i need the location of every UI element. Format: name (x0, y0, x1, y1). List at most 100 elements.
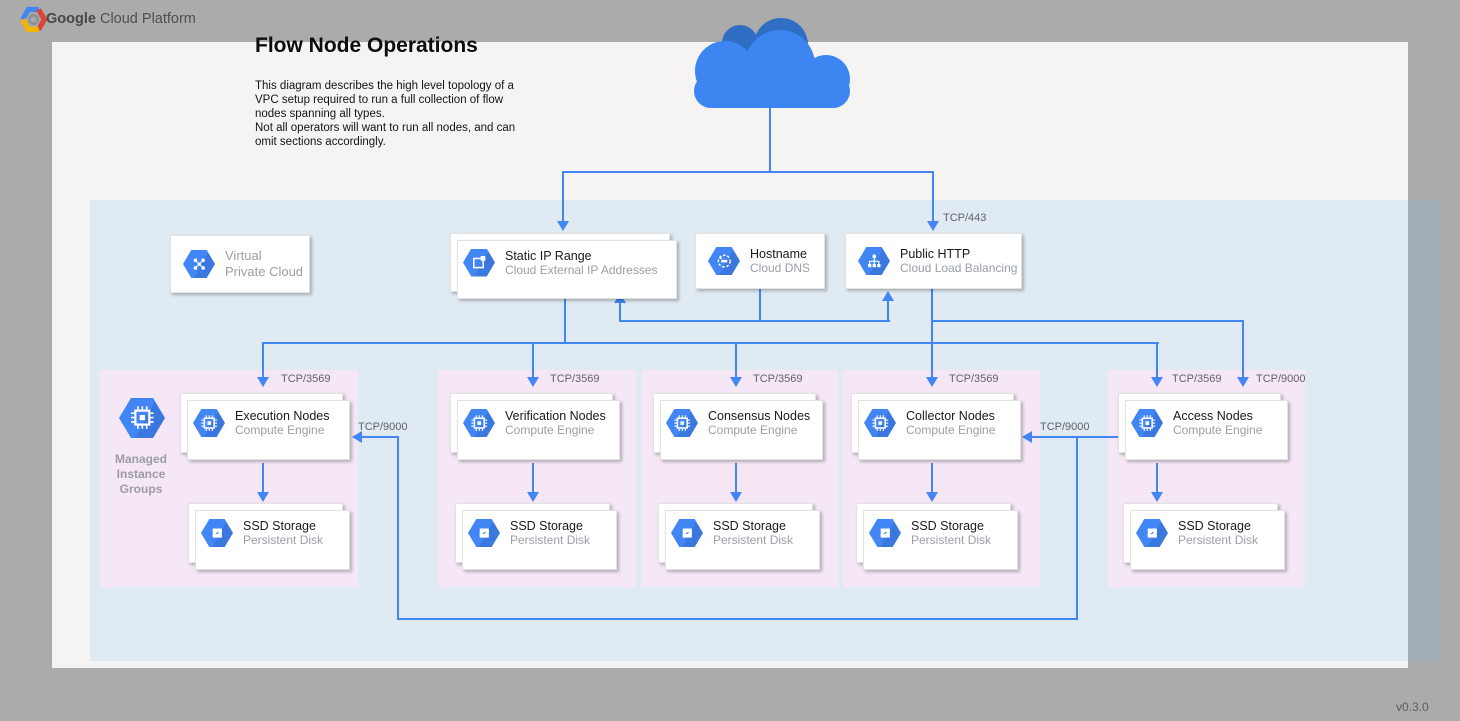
collector-title: Collector Nodes (906, 409, 995, 423)
edge-drop-verification (532, 342, 534, 378)
access-ssd-card[interactable]: SSD Storage Persistent Disk (1123, 503, 1285, 570)
access-title: Access Nodes (1173, 409, 1253, 423)
port-label-collector: TCP/3569 (949, 373, 999, 385)
arrowhead-access-storage (1151, 492, 1163, 502)
virtual-private-cloud-card[interactable]: Virtual Private Cloud (170, 235, 310, 293)
arrowhead-collector (926, 377, 938, 387)
vpc-label: Virtual Private Cloud (225, 248, 304, 279)
arrowhead-consensus (730, 377, 742, 387)
ssd-subtitle: Persistent Disk (713, 533, 794, 547)
edge-lb-to-access (933, 320, 1244, 322)
arrowhead-cons-storage (730, 492, 742, 502)
consensus-subtitle: Compute Engine (708, 423, 798, 437)
edge-loop-bottom (397, 618, 1078, 620)
hostname-card[interactable]: Hostname Cloud DNS (695, 233, 825, 289)
verification-nodes-card[interactable]: Verification Nodes Compute Engine (450, 393, 620, 460)
edge-node-bus (262, 342, 1159, 344)
edge-drop-access (1156, 342, 1158, 378)
edge-access-to-collector (1030, 436, 1118, 438)
port-label-verification: TCP/3569 (550, 373, 600, 385)
static-ip-title: Static IP Range (505, 248, 592, 263)
vpc-icon (183, 250, 215, 278)
consensus-nodes-card[interactable]: Consensus Nodes Compute Engine (653, 393, 823, 460)
hostname-title: Hostname (750, 247, 807, 261)
edge-to-public-http (932, 171, 934, 221)
brand-text: Google Cloud Platform (46, 11, 196, 27)
arrowhead-execution-9000 (352, 431, 362, 443)
internet-cloud-icon (694, 18, 850, 108)
collector-ssd-card[interactable]: SSD Storage Persistent Disk (856, 503, 1018, 570)
compute-engine-icon (193, 409, 225, 437)
arrowhead-static-ip (557, 221, 569, 231)
ssd-subtitle: Persistent Disk (911, 533, 992, 547)
gcp-logo-icon (20, 6, 47, 33)
edge-loop-right (1076, 436, 1078, 620)
ssd-subtitle: Persistent Disk (1178, 533, 1259, 547)
arrowhead-exec-storage (257, 492, 269, 502)
persistent-disk-icon (671, 519, 703, 547)
compute-engine-icon (1131, 409, 1163, 437)
version-label: v0.3.0 (1396, 700, 1429, 714)
edge-verif-storage (532, 463, 534, 493)
consensus-title: Consensus Nodes (708, 409, 811, 423)
page-title: Flow Node Operations (255, 34, 478, 57)
ssd-title: SSD Storage (713, 519, 786, 533)
edge-lb-access-drop (1242, 320, 1244, 378)
edge-to-static-ip (562, 171, 564, 221)
arrowhead-access (1151, 377, 1163, 387)
arrowhead-coll-storage (926, 492, 938, 502)
edge-lb-drop-collector (931, 288, 933, 378)
static-ip-range-card[interactable]: Static IP Range Cloud External IP Addres… (450, 233, 677, 299)
arrowhead-up-public-http (882, 291, 894, 301)
load-balancer-icon (858, 247, 890, 275)
external-ip-icon (463, 248, 495, 277)
edge-hostname-drop (759, 288, 761, 321)
ssd-subtitle: Persistent Disk (510, 533, 591, 547)
edge-loop-to-execution (360, 436, 399, 438)
edge-cons-storage (735, 463, 737, 493)
static-ip-subtitle: Cloud External IP Addresses (505, 262, 658, 277)
verification-ssd-card[interactable]: SSD Storage Persistent Disk (455, 503, 617, 570)
managed-instance-groups-label: Managed Instance Groups (114, 452, 167, 496)
edge-loop-left (397, 436, 399, 620)
ssd-title: SSD Storage (911, 519, 984, 533)
ssd-title: SSD Storage (1178, 519, 1251, 533)
port-label-tcp443: TCP/443 (943, 212, 987, 224)
persistent-disk-icon (468, 519, 500, 547)
cloud-dns-icon (708, 247, 740, 275)
brand-google: Google (46, 11, 96, 27)
edge-dns-bar (619, 320, 890, 322)
public-http-card[interactable]: Public HTTP Cloud Load Balancing (845, 233, 1022, 289)
port-label-access: TCP/3569 (1172, 373, 1222, 385)
access-nodes-card[interactable]: Access Nodes Compute Engine (1118, 393, 1288, 460)
arrowhead-verification (527, 377, 539, 387)
port-label-access-9000: TCP/9000 (1256, 373, 1306, 385)
port-label-execution-9000: TCP/9000 (358, 421, 408, 433)
arrowhead-access-9000 (1237, 377, 1249, 387)
arrowhead-collector-9000 (1022, 431, 1032, 443)
page-description: This diagram describes the high level to… (255, 80, 516, 148)
arrowhead-public-http (927, 221, 939, 231)
compute-engine-icon (864, 409, 896, 437)
access-subtitle: Compute Engine (1173, 423, 1263, 437)
compute-engine-icon (463, 409, 495, 437)
edge-coll-storage (931, 463, 933, 493)
edge-cloud-split (562, 171, 934, 173)
collector-nodes-card[interactable]: Collector Nodes Compute Engine (851, 393, 1021, 460)
edge-access-storage (1156, 463, 1158, 493)
edge-static-ip-feed (564, 292, 566, 343)
execution-nodes-card[interactable]: Execution Nodes Compute Engine (180, 393, 350, 460)
port-label-execution: TCP/3569 (281, 373, 331, 385)
verification-subtitle: Compute Engine (505, 423, 595, 437)
edge-drop-execution (262, 342, 264, 378)
edge-exec-storage (262, 463, 264, 493)
execution-title: Execution Nodes (235, 409, 330, 423)
edge-cloud-stem (769, 102, 771, 172)
execution-ssd-card[interactable]: SSD Storage Persistent Disk (188, 503, 350, 570)
edge-dns-to-lb (887, 301, 889, 321)
compute-engine-icon (666, 409, 698, 437)
consensus-ssd-card[interactable]: SSD Storage Persistent Disk (658, 503, 820, 570)
persistent-disk-icon (869, 519, 901, 547)
port-label-consensus: TCP/3569 (753, 373, 803, 385)
ssd-subtitle: Persistent Disk (243, 533, 324, 547)
